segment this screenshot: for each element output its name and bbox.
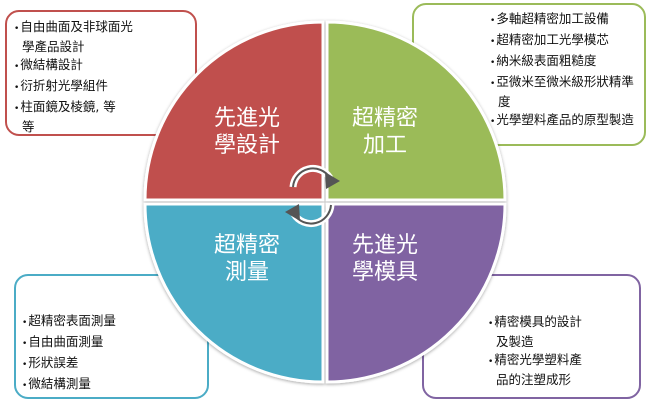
quadrant-design bbox=[143, 20, 325, 202]
quadrant-mould bbox=[325, 202, 507, 384]
design-label-line1: 先進光 bbox=[213, 106, 280, 131]
mould-label: 先進光 學模具 bbox=[335, 232, 435, 286]
mould-label-line1: 先進光 bbox=[351, 233, 418, 258]
machining-list: 多軸超精密加工設備 超精密加工光學模芯 納米級表面粗糙度 亞微米至微米級形狀精準… bbox=[490, 10, 640, 132]
design-label-line2: 學設計 bbox=[213, 133, 280, 158]
metrology-label: 超精密 測量 bbox=[197, 232, 297, 286]
mould-list: 精密模具的設計及製造 精密光學塑料產品的注塑成形 bbox=[488, 313, 588, 389]
list-item: 衍折射光學組件 bbox=[14, 77, 136, 97]
list-item: 形狀誤差 bbox=[22, 354, 152, 374]
list-item: 柱面鏡及棱鏡, 等等 bbox=[14, 98, 120, 135]
list-item: 微結構測量 bbox=[22, 375, 152, 395]
list-item: 自由曲面測量 bbox=[22, 333, 152, 353]
design-label: 先進光 學設計 bbox=[197, 105, 297, 159]
list-item: 自由曲面及非球面光學產品設計 bbox=[14, 18, 136, 55]
metrology-label-line1: 超精密 bbox=[213, 233, 280, 258]
list-item: 超精密表面測量 bbox=[22, 312, 152, 332]
list-item: 納米級表面粗糙度 bbox=[490, 52, 640, 72]
design-list: 自由曲面及非球面光學產品設計 微結構設計 衍折射光學組件 柱面鏡及棱鏡, 等等 bbox=[14, 18, 136, 136]
list-item: 精密光學塑料產品的注塑成形 bbox=[488, 351, 588, 388]
metrology-label-line2: 測量 bbox=[224, 260, 269, 285]
metrology-list: 超精密表面測量 自由曲面測量 形狀誤差 微結構測量 bbox=[22, 312, 152, 396]
machining-label-line2: 加工 bbox=[362, 133, 407, 158]
list-item: 超精密加工光學模芯 bbox=[490, 31, 640, 51]
mould-label-line2: 學模具 bbox=[351, 260, 418, 285]
list-item: 精密模具的設計及製造 bbox=[488, 313, 588, 350]
quadrant-metrology bbox=[143, 202, 325, 384]
list-item: 多軸超精密加工設備 bbox=[490, 10, 640, 30]
quadrant-machining bbox=[325, 20, 507, 202]
list-item: 微結構設計 bbox=[14, 56, 136, 76]
list-item: 光學塑料產品的原型製造 bbox=[490, 111, 640, 131]
machining-label: 超精密 加工 bbox=[335, 105, 435, 159]
machining-label-line1: 超精密 bbox=[351, 106, 418, 131]
list-item: 亞微米至微米級形狀精準度 bbox=[490, 73, 640, 110]
